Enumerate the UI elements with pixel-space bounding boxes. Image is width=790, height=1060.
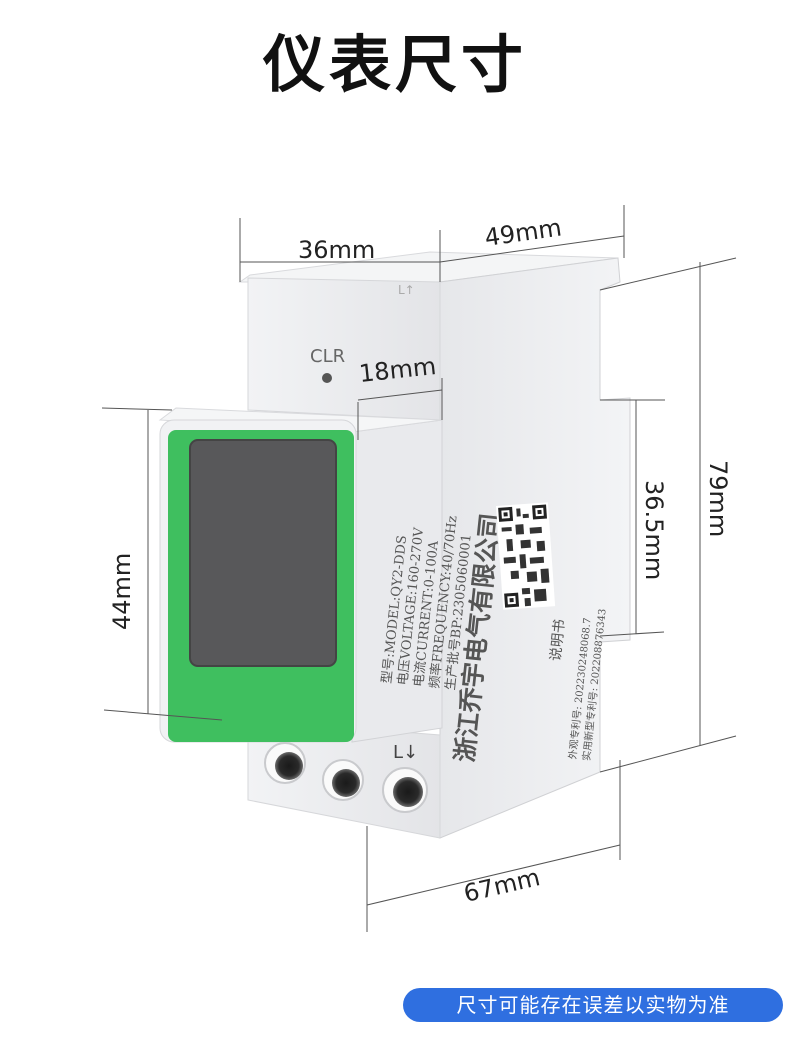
page-title: 仪表尺寸 [262,28,527,101]
terminal-hole-3 [393,777,423,807]
clr-reset-hole[interactable] [322,373,332,383]
dim-44mm: 44mm [108,553,136,630]
clr-label: CLR [310,346,345,367]
top-mark: L↑ [398,283,415,297]
terminal-label: L↓ [393,742,418,763]
terminal-hole-2 [332,769,360,797]
qr-code [496,502,556,610]
side-label: 浙江乔宇电气有限公司 型号:MODEL:QY2-DDS 电压VOLTAGE:16… [380,512,609,764]
dimension-lines [101,205,737,932]
dim-79mm: 79mm [704,460,732,537]
display-screen [189,439,337,667]
terminal-hole-1 [275,752,303,780]
dim-36mm: 36mm [298,236,375,264]
side-label-manual: 说明书 [548,618,568,661]
dim-67mm: 67mm [461,863,543,908]
dim-36-5mm: 36.5mm [640,480,668,580]
meter-body: CLR L↑ L↓ 浙江乔宇电气有限公司 型号:MODEL:QY2-DDS 电压… [158,251,631,839]
footnote-badge: 尺寸可能存在误差以实物为准 [403,988,783,1022]
